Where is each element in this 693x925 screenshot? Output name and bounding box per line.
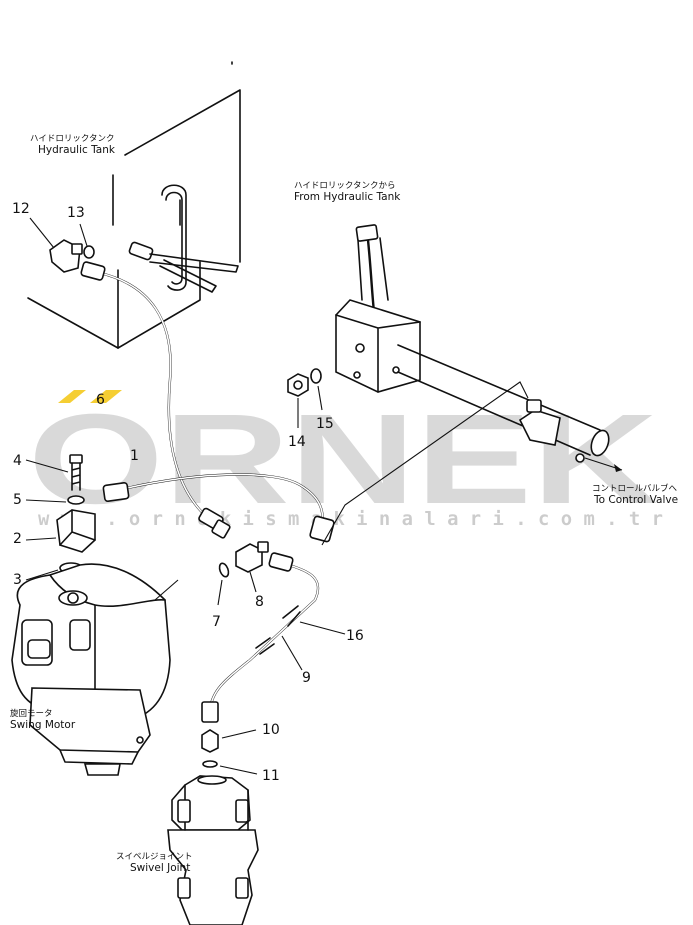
hydraulic-tank-label: Hydraulic Tank [38,144,116,156]
parts-10-11 [201,729,258,775]
callout-1: 1 [130,448,139,464]
callout-16: 16 [346,628,364,644]
swivel-joint [167,775,259,925]
swing-motor [11,563,179,776]
parts-12-13 [29,217,95,273]
callout-11: 11 [262,768,280,784]
hose-1 [102,381,529,546]
watermark-url: w w w . o r n e k i s m a k i n a l a r … [38,508,663,530]
from-tank-label-jp: ハイドロリックタンクから [294,181,396,191]
callout-2: 2 [13,531,22,547]
callout-15: 15 [316,416,334,432]
callout-numbers: 1 2 3 4 5 6 7 8 9 10 11 12 13 14 15 16 [12,201,364,784]
callout-6: 6 [96,392,105,408]
from-tank-label: From Hydraulic Tank [294,191,401,203]
text-labels: ハイドロリックタンク Hydraulic Tank ハイドロリックタンクから F… [10,134,678,874]
to-valve-label-jp: コントロールバルブへ [592,483,678,494]
callout-10: 10 [262,722,280,738]
watermark: ORNEK w w w . o r n e k i s m a k i n a … [28,388,663,531]
callout-9: 9 [302,670,311,686]
watermark-logo-accent-1 [58,390,86,403]
parts-14-15 [287,368,323,428]
callout-5: 5 [13,492,22,508]
swivel-joint-label: Swivel Joint [130,862,190,874]
callout-3: 3 [13,572,22,588]
watermark-brand: ORNEK [28,388,658,531]
swing-motor-label: Swing Motor [10,719,76,731]
hose-6 [80,261,231,539]
swivel-joint-label-jp: スイベルジョイント [116,852,193,862]
tube-9 [201,552,346,723]
to-valve-label: To Control Valve [593,494,678,506]
callout-14: 14 [288,434,306,450]
watermark-logo-accent-2 [90,390,122,403]
parts-7-8 [217,541,269,606]
callout-8: 8 [255,594,264,610]
callout-12: 12 [12,201,30,217]
callout-4: 4 [13,453,22,469]
hydraulic-tank-label-jp: ハイドロリックタンク [30,134,115,144]
control-valve-line [335,224,623,472]
callout-7: 7 [212,614,221,630]
callout-13: 13 [67,205,85,221]
swing-motor-label-jp: 旋回モータ [10,708,53,719]
hydraulic-tank [27,61,241,349]
